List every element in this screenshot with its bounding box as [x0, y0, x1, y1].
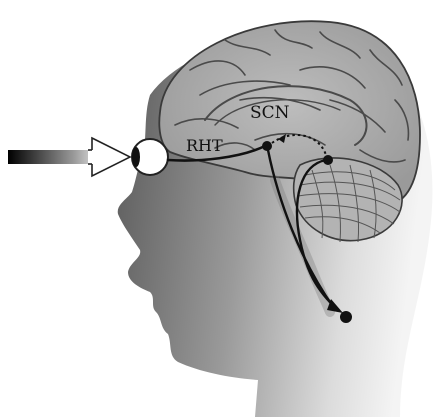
pineal-dot: [323, 155, 333, 165]
light-input-arrow: [8, 138, 130, 176]
rht-label: RHT: [186, 136, 223, 155]
scn-label: SCN: [250, 103, 290, 123]
eye: [132, 139, 168, 175]
spinal-target-dot: [340, 311, 352, 323]
scn-nucleus-dot: [262, 141, 272, 151]
